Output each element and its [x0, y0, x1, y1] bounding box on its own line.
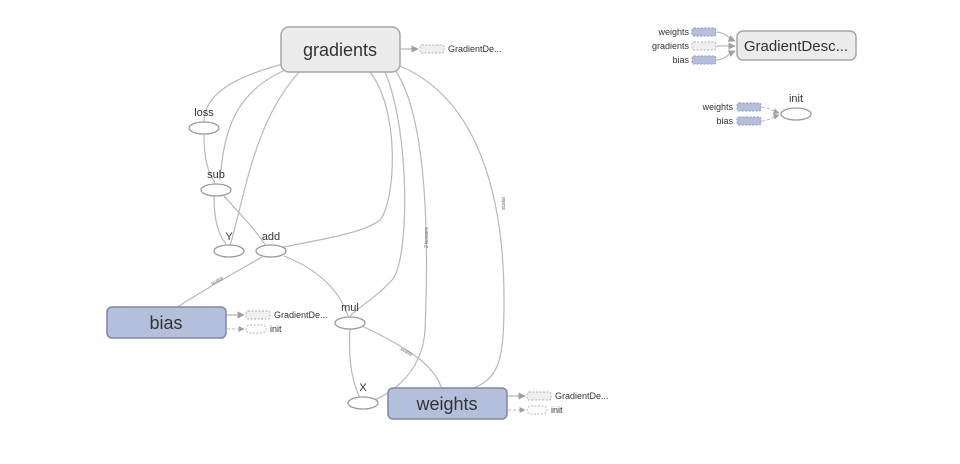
node-init[interactable]: init — [780, 93, 812, 121]
init-inputs: weights bias — [701, 102, 780, 126]
node-loss-label: loss — [194, 107, 214, 119]
edge-label-gradients-weights: scalar — [501, 196, 507, 210]
edge-mul-weights — [361, 325, 443, 391]
edge-gradients-loss — [203, 63, 284, 123]
node-bias[interactable]: bias — [106, 306, 227, 339]
node-init-label: init — [789, 93, 803, 105]
node-y[interactable]: Y — [213, 231, 245, 258]
edge-add-bias — [175, 256, 263, 309]
gd-in-bias-label: bias — [672, 55, 689, 65]
node-add-label: add — [262, 231, 280, 243]
aux-weights-out-gd-label: GradientDe... — [555, 391, 609, 401]
edge-mul-x — [348, 328, 361, 399]
edge-gradients-y — [229, 70, 301, 247]
edge-sub-add — [223, 195, 267, 247]
aux-bias-out-init-label: init — [270, 324, 282, 334]
gd-inputs: weights gradients bias — [652, 27, 736, 65]
node-y-label: Y — [225, 231, 233, 243]
node-gradient-descent-label: GradientDesc... — [744, 38, 848, 55]
edge-sub-y — [213, 195, 227, 245]
aux-weights-out-init-label: init — [551, 405, 563, 415]
aux-weights-out: GradientDe... init — [508, 391, 609, 415]
node-weights-label: weights — [415, 394, 477, 414]
init-in-weights-label: weights — [701, 102, 733, 112]
node-weights[interactable]: weights — [387, 387, 508, 420]
edge-label-mul-weights: scalar — [399, 346, 414, 358]
node-sub-label: sub — [207, 169, 225, 181]
edge-gradients-weights — [399, 65, 505, 391]
node-sub[interactable]: sub — [200, 169, 232, 197]
node-gradient-descent[interactable]: GradientDesc... — [736, 30, 857, 61]
edge-gradients-add — [271, 71, 393, 251]
aux-bias-out-gd-label: GradientDe... — [274, 310, 328, 320]
edge-label-two-tensors: 2 tensors — [424, 227, 430, 248]
edges — [175, 63, 505, 405]
aux-gradients-out: GradientDe... — [401, 44, 502, 54]
edge-gradients-mul — [349, 71, 406, 317]
node-x-label: X — [359, 382, 367, 394]
node-add[interactable]: add — [255, 231, 287, 258]
aux-bias-out: GradientDe... init — [227, 310, 328, 334]
node-gradients[interactable]: gradients — [280, 26, 401, 73]
node-loss[interactable]: loss — [188, 107, 220, 135]
edge-label-bias-add: scalar — [210, 275, 225, 287]
edge-loss-sub — [203, 133, 216, 184]
edge-add-mul — [283, 255, 349, 317]
edge-gradients-sub — [219, 67, 291, 181]
edge-gradients-x — [361, 69, 428, 405]
aux-gradients-out-label: GradientDe... — [448, 44, 502, 54]
node-mul-label: mul — [341, 302, 359, 314]
node-gradients-label: gradients — [303, 40, 377, 60]
edge-labels: scalar scalar 2 tensors scalar — [210, 196, 507, 358]
node-bias-label: bias — [149, 313, 182, 333]
gd-in-gradients-label: gradients — [652, 41, 690, 51]
node-x[interactable]: X — [347, 382, 379, 410]
gd-in-weights-label: weights — [657, 27, 689, 37]
init-in-bias-label: bias — [716, 116, 733, 126]
node-mul[interactable]: mul — [334, 302, 366, 330]
